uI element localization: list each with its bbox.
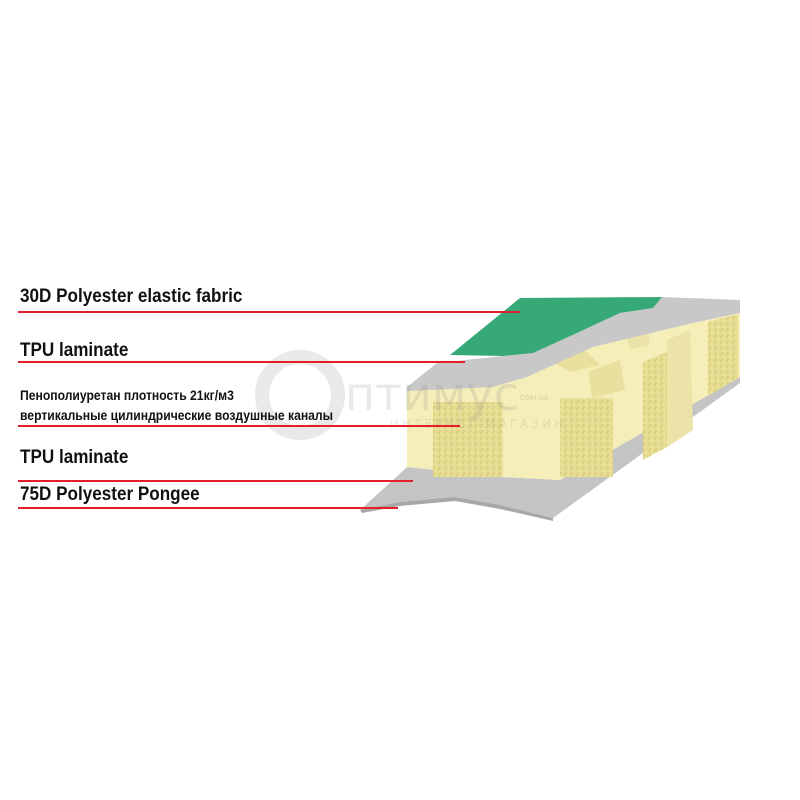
air-channel	[667, 330, 693, 447]
foam-block	[643, 352, 667, 460]
top-fabric	[450, 297, 662, 356]
label-foam-line2: вертикальные цилиндрические воздушные ка…	[20, 408, 334, 423]
label-tpu-bottom: TPU laminate	[20, 447, 129, 468]
label-foam-line1: Пенополиуретан плотность 21кг/м3	[20, 388, 234, 403]
foam-block	[708, 314, 738, 396]
pointer-lines	[18, 311, 520, 509]
top-tpu-sheet	[407, 297, 740, 391]
bottom-sheet	[360, 377, 740, 518]
watermark-logo: птимус ИНТЕРНЕТ-МАГАЗИН COM.UA	[255, 350, 566, 440]
svg-text:птимус: птимус	[345, 367, 519, 421]
label-tpu-top: TPU laminate	[20, 340, 129, 361]
label-pongee: 75D Polyester Pongee	[20, 484, 200, 505]
foam-block	[433, 402, 503, 477]
air-channel	[588, 360, 625, 398]
foam-block	[560, 398, 613, 477]
label-fabric: 30D Polyester elastic fabric	[20, 286, 243, 307]
svg-text:ИНТЕРНЕТ-МАГАЗИН: ИНТЕРНЕТ-МАГАЗИН	[390, 417, 566, 431]
svg-text:COM.UA: COM.UA	[520, 394, 549, 402]
bottom-sheet-edge	[360, 497, 553, 521]
air-channel	[545, 345, 600, 372]
